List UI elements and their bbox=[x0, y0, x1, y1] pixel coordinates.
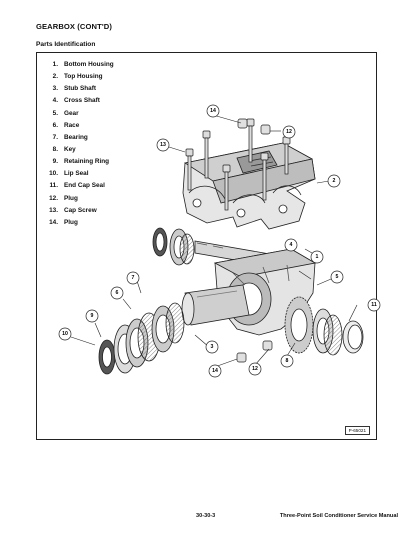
exploded-gearbox-drawing: 12 14 13 2 4 1 5 7 6 9 10 3 8 11 12 14 bbox=[58, 104, 381, 378]
part-number: 7. bbox=[52, 133, 58, 141]
part-label: Retaining Ring bbox=[64, 158, 110, 166]
page-heading: GEARBOX (CONT'D) bbox=[36, 22, 112, 31]
callout-1: 1 bbox=[310, 250, 324, 264]
part-label: Plug bbox=[64, 218, 78, 226]
parts-list-item: 13. Cap Screw bbox=[42, 205, 114, 217]
callout-number: 8 bbox=[286, 358, 289, 364]
callout-9: 9 bbox=[85, 309, 99, 323]
section-subheading: Parts Identification bbox=[36, 41, 96, 48]
part-number: 10. bbox=[49, 170, 58, 178]
parts-list: 1. Bottom Housing 2. Top Housing 3. Stub Sh… bbox=[42, 59, 114, 229]
parts-list-item: 4. Cross Shaft bbox=[42, 95, 114, 107]
callout-number: 12 bbox=[286, 129, 292, 135]
parts-list-item: 2. Top Housing bbox=[42, 71, 114, 83]
part-number: 3. bbox=[52, 85, 58, 93]
part-label: Cross Shaft bbox=[64, 97, 100, 105]
gear-drawing bbox=[284, 296, 364, 356]
part-number: 13. bbox=[49, 206, 58, 214]
part-label: End Cap Seal bbox=[64, 182, 105, 190]
callout-number: 12 bbox=[252, 366, 258, 372]
footer-manual-title: Three-Point Soil Conditioner Service Man… bbox=[279, 513, 398, 519]
callout-number: 5 bbox=[336, 274, 339, 280]
callout-number: 11 bbox=[371, 302, 377, 308]
callout-5: 5 bbox=[330, 270, 344, 284]
callout-number: 9 bbox=[91, 313, 94, 319]
callout-2: 2 bbox=[327, 174, 341, 188]
callout-number: 10 bbox=[62, 331, 68, 337]
callout-3: 3 bbox=[205, 340, 219, 354]
part-number: 9. bbox=[52, 158, 58, 166]
callout-12b: 12 bbox=[248, 362, 262, 376]
parts-list-item: 1. Bottom Housing bbox=[42, 59, 114, 71]
callout-number: 14 bbox=[210, 108, 216, 114]
part-label: Race bbox=[64, 121, 80, 129]
callout-number: 4 bbox=[290, 242, 293, 248]
callout-7: 7 bbox=[126, 271, 140, 285]
part-label: Cap Screw bbox=[64, 206, 97, 214]
part-number: 14. bbox=[49, 218, 58, 226]
callout-6: 6 bbox=[110, 286, 124, 300]
part-label: Plug bbox=[64, 194, 78, 202]
part-number: 6. bbox=[52, 121, 58, 129]
figure-id: P-65021 bbox=[344, 426, 370, 435]
callout-8: 8 bbox=[280, 354, 294, 368]
part-label: Bearing bbox=[64, 133, 88, 141]
callout-number: 13 bbox=[160, 142, 166, 148]
plug-drawing bbox=[236, 118, 273, 363]
callout-13: 13 bbox=[156, 138, 170, 152]
callout-number: 2 bbox=[333, 178, 336, 184]
part-number: 1. bbox=[52, 61, 58, 68]
part-label: Lip Seal bbox=[64, 170, 89, 178]
parts-list-item: 8. Key bbox=[42, 144, 114, 156]
callout-number: 6 bbox=[116, 290, 119, 296]
part-number: 2. bbox=[52, 73, 58, 81]
parts-list-item: 10. Lip Seal bbox=[42, 168, 114, 180]
parts-list-item: 6. Race bbox=[42, 120, 114, 132]
parts-list-item: 9. Retaining Ring bbox=[42, 156, 114, 168]
part-number: 5. bbox=[52, 109, 58, 117]
part-label: Key bbox=[64, 145, 76, 153]
part-number: 12. bbox=[49, 194, 58, 202]
callout-number: 1 bbox=[316, 254, 319, 260]
parts-list-item: 3. Stub Shaft bbox=[42, 83, 114, 95]
callout-number: 3 bbox=[211, 344, 214, 350]
parts-list-item: 12. Plug bbox=[42, 193, 114, 205]
parts-figure: 1. Bottom Housing 2. Top Housing 3. Stub Sh… bbox=[36, 52, 381, 440]
parts-list-item: 7. Bearing bbox=[42, 132, 114, 144]
upper-seal-drawing bbox=[152, 227, 195, 266]
footer-page-number: 30-30-3 bbox=[196, 513, 216, 519]
top-housing-drawing bbox=[182, 142, 316, 230]
cap-screw-drawing bbox=[185, 118, 291, 211]
callout-4: 4 bbox=[284, 238, 298, 252]
callout-10: 10 bbox=[58, 327, 72, 341]
parts-list-item: 5. Gear bbox=[42, 108, 114, 120]
callout-number: 14 bbox=[212, 368, 218, 374]
callout-14a: 14 bbox=[206, 104, 220, 118]
callout-number: 7 bbox=[132, 275, 135, 281]
callout-12a: 12 bbox=[282, 125, 296, 139]
part-label: Bottom Housing bbox=[64, 61, 114, 68]
part-number: 11. bbox=[49, 182, 58, 190]
callout-14b: 14 bbox=[208, 364, 222, 378]
parts-list-item: 11. End Cap Seal bbox=[42, 180, 114, 192]
part-number: 8. bbox=[52, 145, 58, 153]
left-bearing-stack-drawing bbox=[98, 302, 185, 375]
callout-labels: 12 14 13 2 4 1 5 7 6 9 10 3 8 11 12 14 bbox=[58, 104, 381, 378]
callout-11: 11 bbox=[367, 298, 381, 312]
part-label: Top Housing bbox=[64, 73, 103, 81]
parts-list-item: 14. Plug bbox=[42, 217, 114, 229]
stub-shaft-drawing bbox=[181, 284, 250, 326]
part-number: 4. bbox=[52, 97, 58, 105]
part-label: Gear bbox=[64, 109, 79, 117]
part-label: Stub Shaft bbox=[64, 85, 96, 93]
